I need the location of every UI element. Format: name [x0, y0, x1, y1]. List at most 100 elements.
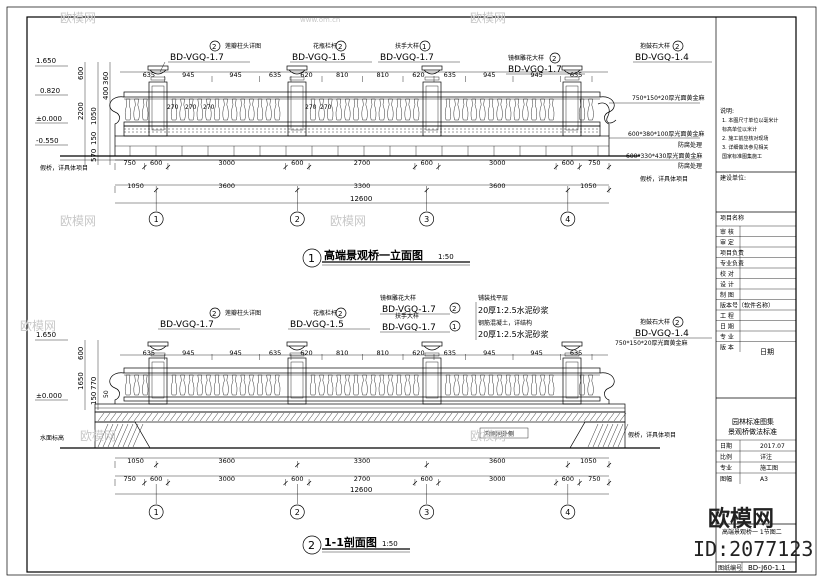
baluster-dim-2: 270 — [185, 104, 197, 111]
sec-baluster-15 — [327, 374, 334, 396]
sec-baluster-21 — [378, 374, 385, 396]
inner-frame — [26, 16, 797, 573]
drawing-no-label: 图纸编号 — [718, 564, 742, 572]
tb-row-0: 审 核 — [720, 228, 734, 236]
elev-top-dim-11: 635 — [570, 71, 582, 79]
vdim-2200: 2200 — [77, 102, 85, 120]
tb-meta-label-2: 专业 — [720, 464, 732, 472]
elev-baluster-25 — [413, 98, 420, 121]
section-vdim-600: 600 — [77, 347, 85, 360]
elev-top-dim-9: 945 — [483, 71, 495, 79]
section-vertical-dims: 600 1650 770 150 50 — [77, 340, 110, 410]
elev-baluster-11 — [265, 98, 272, 121]
tb-meta-value-3: A3 — [760, 476, 768, 483]
tb-note-2: 2. 施工前应核对现场 — [722, 135, 768, 142]
elev-baluster-20 — [370, 98, 377, 121]
elevation-view: 1.650 0.820 ±0.000 -0.550 600 2200 1050 … — [35, 40, 712, 268]
section-callout-1-text: 莲瓣柱头详图 — [225, 309, 261, 317]
section-level-1650: 1.650 — [36, 331, 56, 339]
elev-post-body-1 — [287, 81, 307, 137]
tb-meta-value-2: 施工图 — [760, 464, 778, 472]
sec-baluster-37 — [539, 374, 546, 396]
vdim-570: 570 — [90, 149, 98, 162]
tb-note-3: 3. 详细做法参见相关 — [722, 144, 768, 151]
elev-baluster-16 — [335, 98, 342, 121]
sec-baluster-7 — [231, 374, 238, 396]
elev-baluster-28 — [462, 98, 469, 121]
sec-baluster-35 — [522, 374, 529, 396]
elev-post-cap-2 — [421, 65, 443, 71]
tb-row-6: 制 图 — [720, 291, 734, 299]
elev-baluster-17 — [344, 98, 351, 121]
tb-meta-label-0: 日期 — [720, 442, 732, 450]
elev-dim1-2: 3000 — [218, 159, 235, 167]
sec-dim2-3: 600 — [291, 475, 303, 483]
sec-post-body-1 — [287, 357, 307, 405]
tb-note-0: 1. 本图尺寸单位以毫米计 — [722, 117, 778, 124]
elev-baluster-24 — [404, 98, 411, 121]
sec-dim2-1: 600 — [150, 475, 162, 483]
elevation-levels: 1.650 0.820 ±0.000 -0.550 — [35, 57, 68, 146]
sec-baluster-8 — [239, 374, 246, 396]
sec-axis-label-4: 4 — [565, 508, 570, 517]
sec-baluster-18 — [352, 374, 360, 396]
section-note-1: 铺装找平层 — [478, 294, 508, 302]
elevation-notes: 750*150*20厚光面黄金麻 600*380*100厚光面黄金麻 防腐处理 … — [40, 94, 705, 183]
section-note-3: 钢筋混凝土，详结构 — [478, 319, 532, 327]
elev-baluster-6 — [222, 98, 229, 121]
elev-top-dim-10: 945 — [530, 71, 542, 79]
section-callout-3-num: 2 — [452, 305, 456, 313]
sec-baluster-0 — [170, 374, 178, 396]
tb-row-3: 专业负责 — [720, 260, 744, 268]
sec-top-dim-6: 810 — [377, 349, 389, 357]
sec-baluster-3 — [196, 374, 203, 396]
section-callout-2-text: 花瓶栏杆 — [313, 309, 337, 317]
sec-baluster-19 — [361, 374, 368, 396]
elevation-title: 高端景观桥一立面图 — [324, 248, 423, 262]
sec-dim2-7: 600 — [562, 475, 574, 483]
watermark: 欧模网 www.om.cn 欧模网 欧模网 欧模网 欧模网 欧模网 欧模网 欧模… — [20, 11, 813, 561]
sec-top-dim-2: 945 — [229, 349, 241, 357]
section-vdim-1650: 1650 — [77, 372, 85, 390]
construction-label: 建设单位: — [720, 174, 746, 182]
sec-post-cap-0 — [147, 341, 169, 347]
elev-baluster-43 — [587, 98, 594, 121]
elev-baluster-0 — [170, 98, 178, 121]
elev-baluster-31 — [487, 98, 495, 121]
sec-baluster-28 — [462, 374, 469, 396]
baluster-dim-4: 270 — [305, 104, 317, 111]
section-callout-4-text: 扶手大样 — [395, 312, 419, 320]
sec-post-cap-3 — [561, 341, 583, 347]
elevation-title-number: 1 — [308, 252, 315, 265]
tb-row-8: 工 程 — [720, 312, 734, 320]
tb-row-9: 日 期 — [720, 323, 734, 331]
elev-top-dim-3: 635 — [269, 71, 281, 79]
section-callout-5-text: 抱鼓石大样 — [640, 318, 670, 326]
sec-baluster-2 — [188, 374, 195, 396]
sec-dim2-0: 750 — [123, 475, 135, 483]
elev-baluster-27 — [453, 98, 460, 121]
elev-dim1-3: 600 — [291, 159, 303, 167]
sec-top-dim-7: 620 — [412, 349, 424, 357]
elev-axis-label-2: 2 — [295, 215, 300, 224]
watermark-brand-2: 欧模网 — [470, 11, 506, 25]
sec-dim1-1: 3600 — [218, 457, 235, 465]
elev-post-cap-1 — [286, 65, 308, 71]
watermark-brand-5: 欧模网 — [20, 319, 56, 333]
elev-dim1-6: 3000 — [489, 159, 506, 167]
drawing-no: BD-J60-1.1 — [748, 564, 786, 572]
elevation-title-circle — [302, 248, 322, 268]
sec-dim2-6: 3000 — [489, 475, 506, 483]
vdim-360: 360 — [102, 72, 110, 85]
callout-3-code: BD-VGQ-1.7 — [380, 53, 434, 63]
elev-baluster-18 — [352, 98, 360, 121]
sec-baluster-33 — [505, 374, 512, 396]
section-vdim-50: 50 — [103, 390, 110, 398]
section-callout-5-num: 2 — [675, 319, 679, 327]
tb-row-7: 版本号（软件名称） — [720, 302, 774, 310]
